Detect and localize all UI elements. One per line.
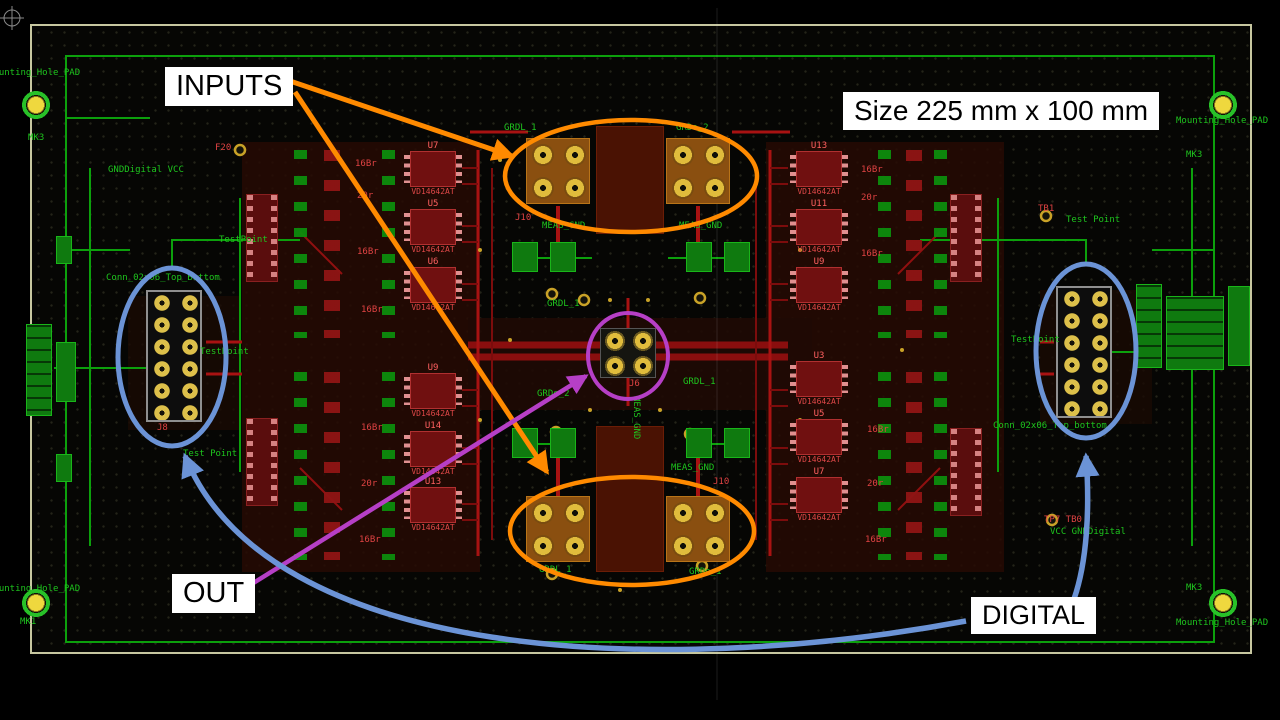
sheet-corner-marker — [0, 6, 24, 30]
inputs-annotation-label: INPUTS — [165, 67, 294, 106]
out-annotation-label: OUT — [172, 574, 256, 613]
digital-annotation-label: DIGITAL — [971, 597, 1097, 634]
size-annotation-label: Size 225 mm x 100 mm — [843, 92, 1160, 130]
